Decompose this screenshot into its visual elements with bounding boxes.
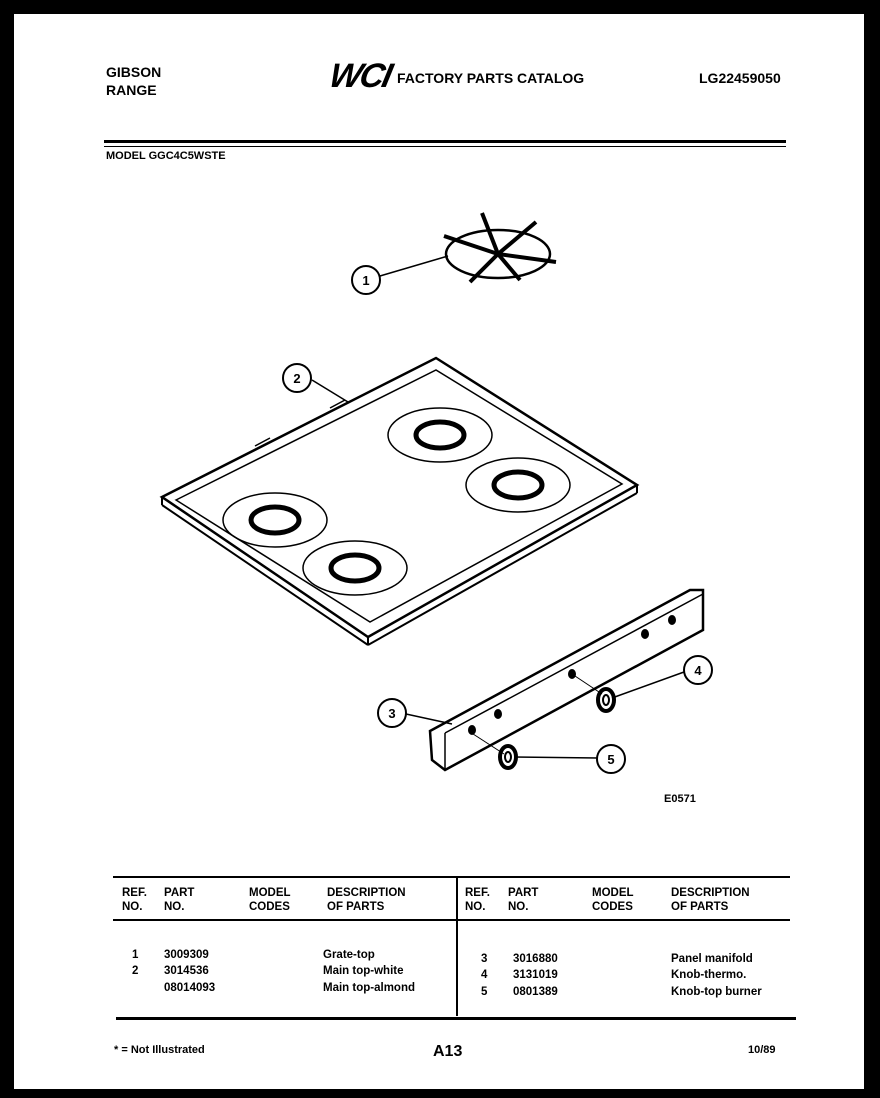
row-ref: 2 [132, 965, 139, 977]
callout-4: 4 [694, 663, 702, 678]
callout-1: 1 [362, 273, 369, 288]
row-desc: Panel manifold [671, 953, 753, 965]
page-number: A13 [433, 1043, 463, 1060]
header-rule-thick [104, 140, 786, 143]
footer-note: * = Not Illustrated [114, 1044, 205, 1056]
table-rule-top [113, 876, 790, 878]
grate-illustration [443, 212, 557, 284]
row-part: 08014093 [164, 982, 216, 994]
brand-line-2: RANGE [106, 82, 157, 98]
row-part: 3131019 [513, 969, 558, 981]
row-desc: Grate-top [323, 949, 375, 961]
row-ref: 4 [481, 969, 488, 981]
knob-burner-illustration [498, 744, 518, 770]
hdr-ref-left: REF.NO. [122, 887, 147, 913]
header-rule-thin [104, 146, 786, 147]
catalog-title: FACTORY PARTS CATALOG [397, 70, 585, 86]
table-column-divider [456, 876, 458, 1016]
manifold-panel-illustration [428, 588, 705, 772]
row-desc: Main top-white [323, 965, 404, 977]
row-part: 3014536 [164, 965, 209, 977]
row-desc: Knob-thermo. [671, 969, 747, 981]
row-desc: Knob-top burner [671, 986, 762, 998]
footer-date: 10/89 [748, 1044, 776, 1056]
row-ref: 1 [132, 949, 139, 961]
callout-3: 3 [388, 706, 395, 721]
row-ref: 5 [481, 986, 488, 998]
catalog-number: LG22459050 [699, 70, 781, 86]
row-ref: 3 [481, 953, 488, 965]
catalog-sheet [14, 14, 864, 1089]
knob-thermo-illustration [596, 687, 616, 713]
row-part: 3016880 [513, 953, 558, 965]
hdr-ref-right: REF.NO. [465, 887, 490, 913]
table-rule-header [113, 919, 790, 921]
figure-code: E0571 [664, 793, 696, 805]
row-part: 3009309 [164, 949, 209, 961]
row-part: 0801389 [513, 986, 558, 998]
callout-2: 2 [293, 371, 300, 386]
callout-5: 5 [607, 752, 614, 767]
brand-line-1: GIBSON [106, 64, 162, 80]
main-top-illustration [159, 356, 640, 646]
table-rule-bottom [116, 1017, 796, 1020]
row-desc: Main top-almond [323, 982, 415, 994]
model-line: MODEL GGC4C5WSTE [106, 150, 226, 162]
